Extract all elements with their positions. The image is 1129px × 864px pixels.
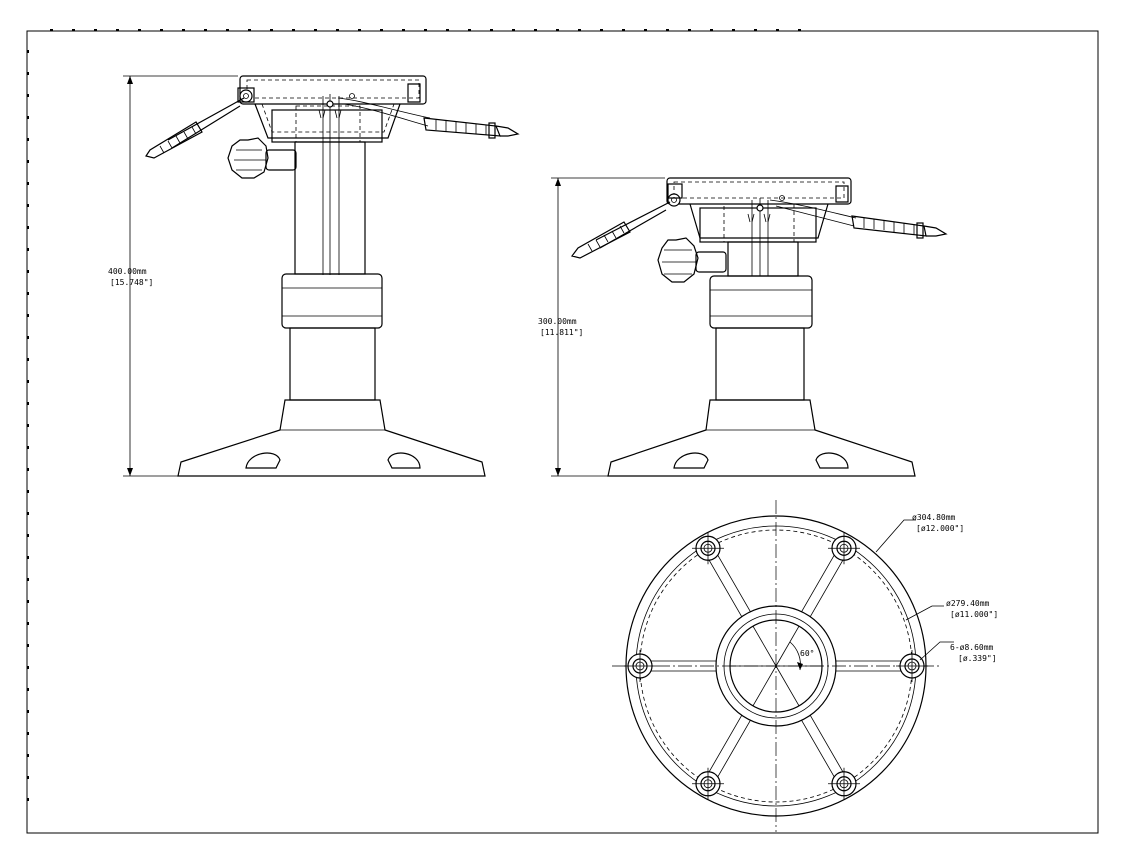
pedestal-300mm-view xyxy=(551,177,948,477)
mounting-hole xyxy=(624,650,656,682)
height-dim-400-inch: [15.748"] xyxy=(110,278,153,287)
outer-diameter-mm: ø304.80mm xyxy=(912,513,956,522)
height-dim-400-mm: 400.00mm xyxy=(108,267,147,276)
mounting-hole xyxy=(692,767,724,800)
pedestal-400mm-view xyxy=(123,75,520,477)
angle-label: 60° xyxy=(800,649,814,658)
bolt-circle-mm: ø279.40mm xyxy=(946,599,990,608)
mounting-holes xyxy=(624,532,928,800)
sheet-border xyxy=(26,30,1099,834)
mounting-hole xyxy=(828,767,860,800)
base-plan-view xyxy=(612,500,954,832)
height-adjust-knob-left xyxy=(227,137,297,179)
lever-handle-right-2 xyxy=(769,199,948,239)
outer-diameter-inch: [ø12.000"] xyxy=(916,524,964,533)
lever-handle-left-2 xyxy=(570,201,671,259)
height-dim-300-inch: [11.811"] xyxy=(540,328,583,337)
border-ticks-left xyxy=(27,50,29,801)
lever-handle-left xyxy=(145,97,245,159)
height-adjust-knob-right xyxy=(657,237,727,283)
hole-spec-mm: 6-ø8.60mm xyxy=(950,643,994,652)
hole-spec-inch: [ø.339"] xyxy=(958,654,997,663)
mounting-hole xyxy=(828,532,860,565)
border-ticks-top xyxy=(50,29,801,31)
mounting-hole xyxy=(692,532,724,565)
mounting-hole xyxy=(896,650,928,682)
lever-handle-right xyxy=(337,97,520,139)
bolt-circle-inch: [ø11.000"] xyxy=(950,610,998,619)
height-dim-300-mm: 300.00mm xyxy=(538,317,577,326)
